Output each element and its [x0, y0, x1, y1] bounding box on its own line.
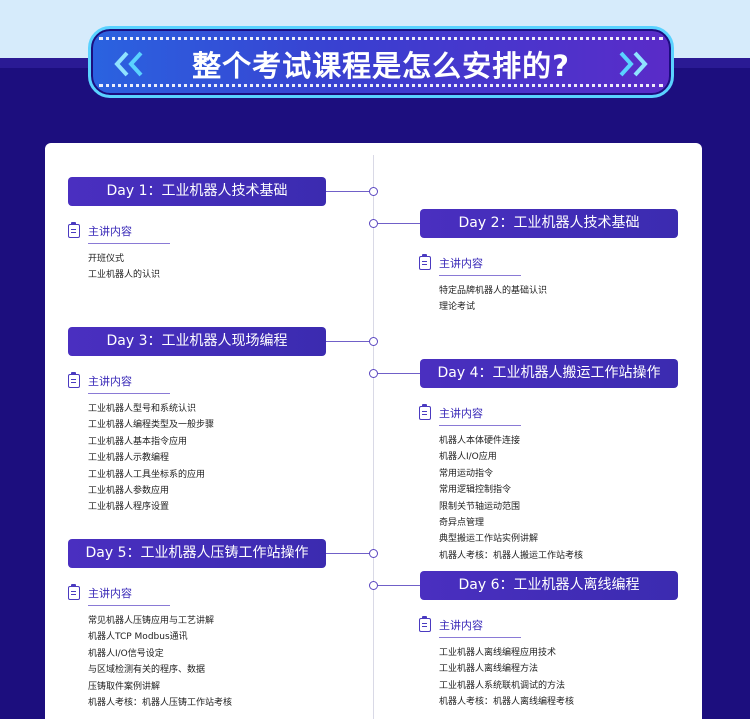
- day-2-header: Day 2：工业机器人技术基础: [420, 209, 678, 238]
- page-title: 整个考试课程是怎么安排的?: [192, 49, 570, 83]
- day-2-section: 主讲内容 特定品牌机器人的基础认识 理论考试: [419, 253, 619, 316]
- day-2-connector: [378, 223, 420, 224]
- list-item: 常见机器人压铸应用与工艺讲解: [88, 616, 215, 626]
- list-item: 机器人TCP Modbus通讯: [88, 632, 188, 643]
- day-1-node: [369, 187, 378, 196]
- list-item: 工业机器人型号和系统认识: [88, 404, 197, 414]
- day-4-section: 主讲内容 机器人本体硬件连接 机器人I/O应用 常用运动指令 常用逻辑控制指令 …: [419, 403, 619, 564]
- section-title: 主讲内容: [88, 587, 132, 600]
- day-5-section: 主讲内容 常见机器人压铸应用与工艺讲解 机器人TCP Modbus通讯 机器人I…: [68, 583, 268, 711]
- banner-dots-bottom: [99, 84, 663, 87]
- day-4-connector: [378, 373, 420, 374]
- clipboard-icon: [68, 222, 80, 238]
- clipboard-icon: [68, 584, 80, 600]
- banner-dots-top: [99, 37, 663, 40]
- list-item: 机器人考核：机器人离线编程考核: [439, 697, 575, 708]
- section-title: 主讲内容: [439, 407, 483, 420]
- list-item: 工业机器人离线编程应用技术: [439, 648, 557, 658]
- day-5-node: [369, 549, 378, 558]
- day-3-node: [369, 337, 378, 346]
- day-3-section: 主讲内容 工业机器人型号和系统认识 工业机器人编程类型及一般步骤 工业机器人基本…: [68, 371, 268, 516]
- section-title: 主讲内容: [88, 375, 132, 388]
- timeline-axis: [373, 155, 374, 719]
- list-item: 工业机器人的认识: [88, 270, 161, 281]
- chevron-right-icon: [619, 51, 648, 77]
- day-1-connector: [326, 191, 369, 192]
- chevron-left-icon: [114, 51, 143, 77]
- clipboard-icon: [419, 616, 431, 632]
- list-item: 工业机器人基本指令应用: [88, 436, 188, 447]
- day-4-node: [369, 369, 378, 378]
- section-rule: [439, 425, 521, 426]
- clipboard-icon: [68, 372, 80, 388]
- list-item: 工业机器人离线编程方法: [439, 664, 539, 675]
- list-item: 特定品牌机器人的基础认识: [439, 286, 548, 296]
- list-item: 常用逻辑控制指令: [439, 485, 512, 496]
- day-5-connector: [326, 553, 369, 554]
- list-item: 典型搬运工作站实例讲解: [439, 534, 539, 545]
- list-item: 工业机器人参数应用: [88, 485, 170, 496]
- section-rule: [88, 393, 170, 394]
- day-6-header: Day 6：工业机器人离线编程: [420, 571, 678, 600]
- clipboard-icon: [419, 404, 431, 420]
- day-5-header: Day 5：工业机器人压铸工作站操作: [68, 539, 326, 568]
- list-item: 理论考试: [439, 302, 476, 313]
- section-title: 主讲内容: [439, 619, 483, 632]
- clipboard-icon: [419, 254, 431, 270]
- day-3-header: Day 3：工业机器人现场编程: [68, 327, 326, 356]
- list-item: 机器人I/O应用: [439, 452, 497, 463]
- list-item: 工业机器人系统联机调试的方法: [439, 680, 566, 691]
- list-item: 与区域检测有关的程序、数据: [88, 665, 206, 676]
- list-item: 限制关节轴运动范围: [439, 501, 521, 512]
- list-item: 机器人本体硬件连接: [439, 436, 521, 446]
- day-1-header: Day 1：工业机器人技术基础: [68, 177, 326, 206]
- day-1-section: 主讲内容 开班仪式 工业机器人的认识: [68, 221, 268, 284]
- section-rule: [439, 275, 521, 276]
- title-banner: 整个考试课程是怎么安排的?: [88, 26, 674, 98]
- list-item: 奇异点管理: [439, 517, 485, 528]
- list-item: 工业机器人编程类型及一般步骤: [88, 420, 215, 431]
- day-2-node: [369, 219, 378, 228]
- list-item: 工业机器人程序设置: [88, 502, 170, 513]
- section-rule: [88, 243, 170, 244]
- section-rule: [439, 637, 521, 638]
- day-3-connector: [326, 341, 369, 342]
- list-item: 开班仪式: [88, 254, 125, 264]
- day-6-connector: [378, 585, 420, 586]
- list-item: 机器人考核：机器人压铸工作站考核: [88, 697, 233, 708]
- section-title: 主讲内容: [88, 225, 132, 238]
- section-title: 主讲内容: [439, 257, 483, 270]
- list-item: 工业机器人示教编程: [88, 453, 170, 464]
- section-rule: [88, 605, 170, 606]
- list-item: 机器人考核：机器人搬运工作站考核: [439, 550, 584, 561]
- day-6-node: [369, 581, 378, 590]
- list-item: 常用运动指令: [439, 468, 494, 479]
- day-6-section: 主讲内容 工业机器人离线编程应用技术 工业机器人离线编程方法 工业机器人系统联机…: [419, 615, 619, 711]
- day-4-header: Day 4：工业机器人搬运工作站操作: [420, 359, 678, 388]
- list-item: 压铸取件案例讲解: [88, 681, 161, 692]
- list-item: 机器人I/O信号设定: [88, 648, 164, 659]
- list-item: 工业机器人工具坐标系的应用: [88, 469, 206, 480]
